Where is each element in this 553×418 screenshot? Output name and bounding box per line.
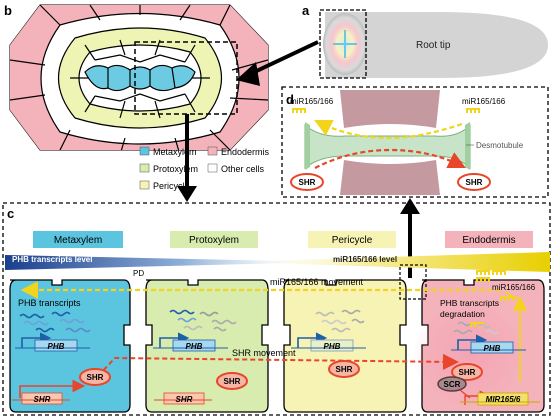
shr-protein-label-protoxylem: SHR [224, 377, 241, 386]
upper-cell-wall [340, 90, 440, 128]
legend-metaxylem: Metaxylem [153, 147, 197, 157]
panel-a-zoom-box [319, 9, 367, 79]
d-mir-label-right: miR165/166 [462, 97, 506, 106]
header-pericycle: Pericycle [332, 235, 373, 246]
d-shr-movement-arrow [314, 148, 466, 169]
header-chip-protoxylem [170, 231, 258, 248]
arrow-a-to-b [236, 40, 319, 86]
panel-label-b: b [4, 3, 12, 18]
phb-gene-label-metaxylem: PHB [48, 342, 65, 351]
shr-protein-pericycle [328, 360, 360, 378]
header-endodermis: Endodermis [462, 235, 515, 246]
phb-level-label: PHB transcripts level [12, 255, 92, 264]
legend-swatch-pericycle [139, 180, 150, 190]
d-shr-oval-right [457, 173, 491, 191]
legend-swatch-other-cells [207, 163, 218, 173]
legend-endodermis: Endodermis [221, 147, 270, 157]
shr-gene-label-metaxylem: SHR [34, 395, 51, 404]
shr-protein-label-metaxylem: SHR [87, 373, 104, 382]
header-chip-metaxylem [33, 231, 123, 248]
panel-a-root-tip: Root tip [319, 9, 548, 79]
mir-gene-label: MIR165/6 [486, 395, 521, 404]
legend-other-cells: Other cells [221, 164, 265, 174]
root-tip-label: Root tip [416, 40, 451, 51]
d-shr-label-left: SHR [299, 178, 316, 187]
shr-gene-label-protoxylem: SHR [176, 395, 193, 404]
phb-gene-label-pericycle: PHB [324, 342, 341, 351]
mir-movement-label: miR165/166 movement [270, 277, 364, 287]
shr-movement-label: SHR movement [232, 348, 296, 358]
legend-swatch-endodermis [207, 146, 218, 156]
mir-level-wedge [230, 252, 550, 272]
shr-gene-metaxylem: SHR [12, 392, 70, 405]
d-shr-label-right: SHR [466, 178, 483, 187]
arrow-b-to-c [177, 114, 197, 202]
header-chip-pericycle [308, 231, 396, 248]
phb-transcripts-label: PHB transcripts [18, 298, 81, 308]
shr-gene-protoxylem: SHR [154, 392, 212, 405]
panel-d-plasmodesma: miR165/166 miR165/166 Desmotubule SHR SH… [281, 86, 549, 198]
header-chip-endodermis [445, 231, 533, 248]
shr-protein-label-pericycle: SHR [336, 365, 353, 374]
phb-gene-pericycle: PHB [291, 332, 366, 352]
phb-level-wedge [5, 255, 330, 270]
header-protoxylem: Protoxylem [189, 235, 239, 246]
legend-swatch-metaxylem [139, 146, 150, 156]
mir-endodermis-label: miR165/166 [492, 283, 536, 292]
shr-protein-endodermis [451, 363, 483, 381]
panel-c-cell-diagram: Metaxylem Protoxylem Pericycle Endodermi… [2, 202, 551, 416]
shr-protein-protoxylem [216, 372, 248, 390]
root-vascular-cross [333, 30, 357, 58]
header-metaxylem: Metaxylem [54, 235, 102, 246]
desmotubule-label: Desmotubule [476, 141, 524, 150]
legend-swatch-protoxylem [139, 163, 150, 173]
pd-zoom-box [399, 264, 427, 300]
legend-protoxylem: Protoxylem [153, 164, 198, 174]
panel-c-box [2, 202, 551, 416]
phb-gene-endodermis: PHB [451, 334, 526, 354]
phb-degradation-label-2: degradation [440, 309, 485, 319]
shr-expression-arrow [19, 379, 86, 398]
d-shr-oval-left [290, 173, 324, 191]
d-mir-movement-arrow [314, 120, 463, 140]
phb-gene-protoxylem: PHB [153, 332, 228, 352]
c-mir-symbol-1 [476, 270, 490, 275]
d-mir-label-left: miR165/166 [290, 97, 334, 106]
shr-protein-label-endodermis: SHR [459, 368, 476, 377]
pd-label: PD [133, 269, 144, 278]
phb-gene-label-protoxylem: PHB [186, 342, 203, 351]
panel-label-c: c [7, 206, 14, 221]
lower-cell-wall [340, 160, 440, 195]
mir-level-label: miR165/166 level [333, 255, 397, 264]
c-mir-symbol-2 [492, 270, 506, 275]
cell-type-legend: Metaxylem Protoxylem Pericycle Endodermi… [139, 146, 270, 191]
scr-label: SCR [444, 380, 461, 389]
panel-label-d: d [286, 92, 294, 107]
transcript-squiggles [19, 309, 499, 335]
phb-gene-label-endodermis: PHB [484, 344, 501, 353]
root-tip-shape [325, 12, 548, 78]
phb-gene-metaxylem: PHB [15, 332, 90, 352]
panel-label-a: a [302, 3, 310, 18]
shr-protein-metaxylem [79, 368, 111, 386]
phb-degradation-label-1: PHB transcripts [440, 298, 499, 308]
scr-protein [437, 376, 467, 392]
legend-pericycle: Pericycle [153, 181, 190, 191]
